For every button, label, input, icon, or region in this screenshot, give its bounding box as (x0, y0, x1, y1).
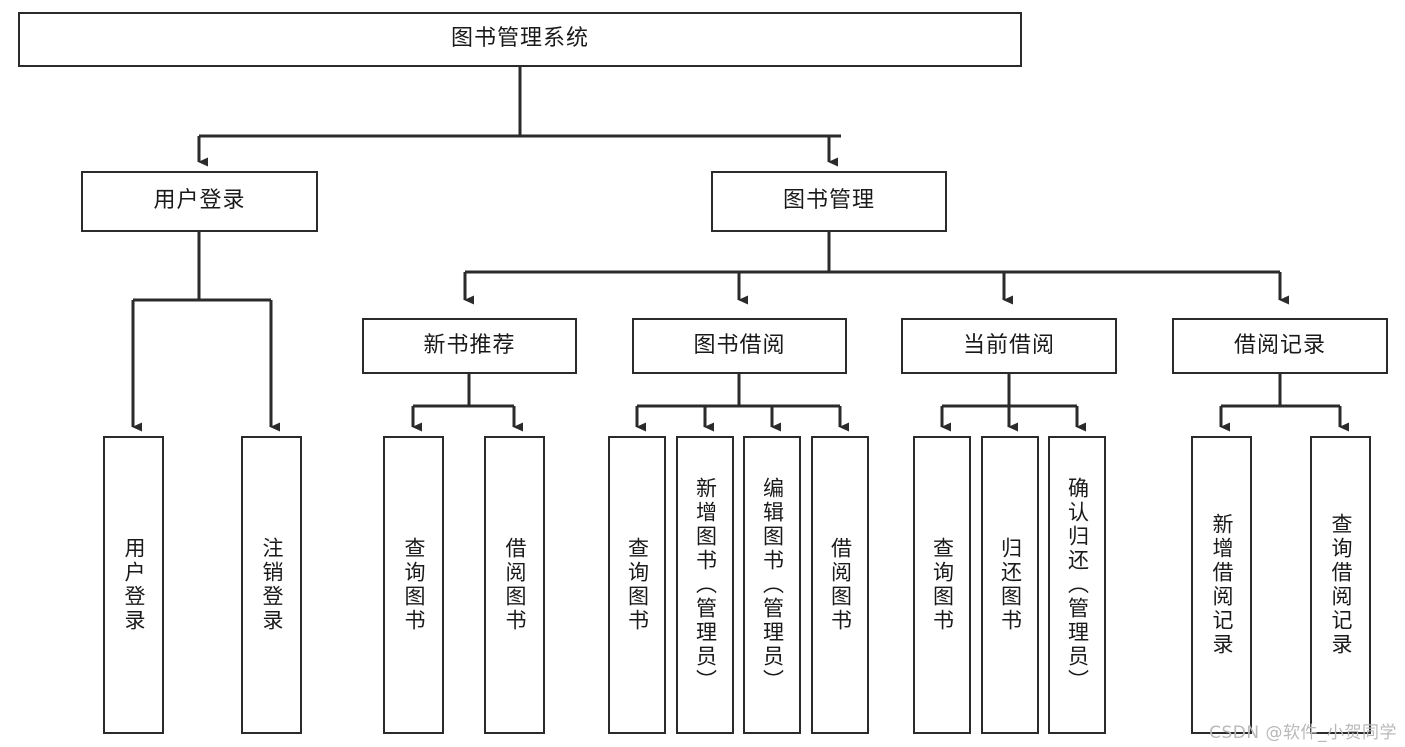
leaf-borrow-record-query[interactable]: 查询借阅记录 (1310, 436, 1371, 734)
node-user-login[interactable]: 用户登录 (81, 171, 318, 232)
node-book-management[interactable]: 图书管理 (711, 171, 947, 232)
node-label: 当前借阅 (962, 332, 1055, 358)
node-label: 查询图书 (930, 537, 955, 633)
node-root-system[interactable]: 图书管理系统 (18, 12, 1022, 67)
node-label: 用户登录 (122, 537, 147, 633)
leaf-book-borrow-borrow[interactable]: 借阅图书 (811, 436, 869, 734)
node-label: 新增借阅记录 (1210, 513, 1235, 657)
node-label: 用户登录 (153, 188, 246, 214)
leaf-new-book-borrow[interactable]: 借阅图书 (484, 436, 545, 734)
node-label: 确认归还（管理员） (1065, 477, 1090, 693)
leaf-book-borrow-edit[interactable]: 编辑图书（管理员） (743, 436, 801, 734)
node-label: 图书借阅 (693, 332, 786, 358)
leaf-borrow-record-add[interactable]: 新增借阅记录 (1191, 436, 1252, 734)
leaf-new-book-query[interactable]: 查询图书 (383, 436, 444, 734)
node-label: 图书管理系统 (450, 26, 589, 52)
leaf-book-borrow-query[interactable]: 查询图书 (608, 436, 666, 734)
node-label: 查询图书 (625, 537, 650, 633)
node-label: 借阅图书 (503, 537, 528, 633)
leaf-current-borrow-confirm-return[interactable]: 确认归还（管理员） (1048, 436, 1106, 734)
node-label: 注销登录 (260, 537, 285, 633)
leaf-user-login-login[interactable]: 用户登录 (103, 436, 164, 734)
node-book-borrow[interactable]: 图书借阅 (632, 318, 847, 374)
csdn-watermark: CSDN @软件_小贺同学 (1209, 723, 1397, 743)
node-label: 归还图书 (998, 537, 1023, 633)
node-label: 编辑图书（管理员） (760, 477, 785, 693)
leaf-book-borrow-add[interactable]: 新增图书（管理员） (676, 436, 734, 734)
node-new-book-recommend[interactable]: 新书推荐 (362, 318, 577, 374)
node-label: 新书推荐 (423, 332, 516, 358)
node-borrow-record[interactable]: 借阅记录 (1172, 318, 1388, 374)
leaf-current-borrow-query[interactable]: 查询图书 (913, 436, 971, 734)
node-current-borrow[interactable]: 当前借阅 (901, 318, 1117, 374)
node-label: 图书管理 (782, 188, 875, 214)
node-label: 查询图书 (402, 537, 427, 633)
node-label: 查询借阅记录 (1329, 513, 1354, 657)
node-label: 借阅记录 (1233, 332, 1326, 358)
node-label: 借阅图书 (828, 537, 853, 633)
leaf-current-borrow-return[interactable]: 归还图书 (981, 436, 1039, 734)
node-label: 新增图书（管理员） (693, 477, 718, 693)
leaf-user-login-logout[interactable]: 注销登录 (241, 436, 302, 734)
